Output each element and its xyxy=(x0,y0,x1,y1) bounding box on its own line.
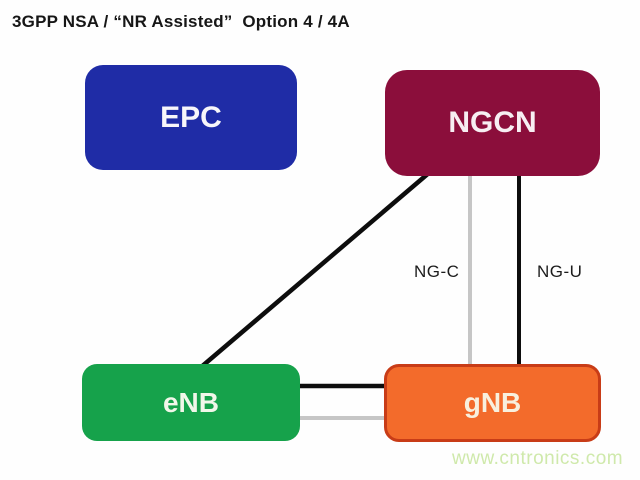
edge-label-ng-u: NG-U xyxy=(537,262,583,281)
edge-label-ng-c: NG-C xyxy=(414,262,460,281)
node-enb: eNB xyxy=(82,364,300,441)
edge-ngcn-enb-diagonal xyxy=(197,169,433,371)
node-epc: EPC xyxy=(85,65,297,170)
watermark: www.cntronics.com xyxy=(452,448,624,469)
diagram-title: 3GPP NSA / “NR Assisted” Option 4 / 4A xyxy=(12,12,350,31)
node-gnb: gNB xyxy=(384,364,601,442)
node-ngcn: NGCN xyxy=(385,70,600,176)
